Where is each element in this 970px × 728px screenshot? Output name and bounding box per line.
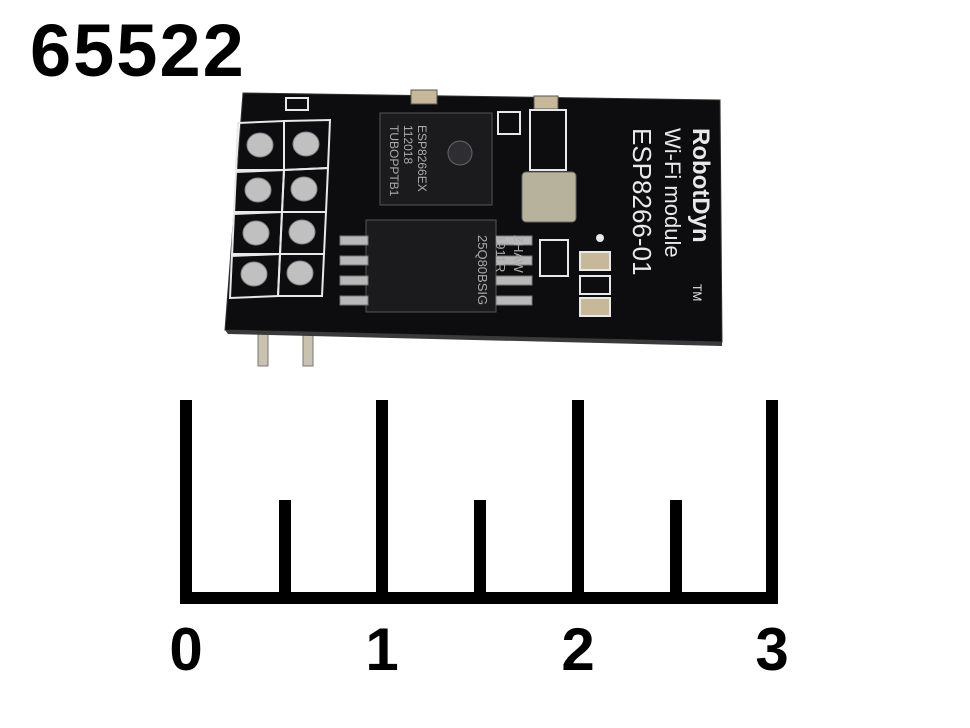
scale-label-1: 1 — [365, 616, 399, 683]
led-status — [579, 297, 611, 317]
smd-pad — [529, 109, 567, 171]
flash-chip — [339, 219, 533, 313]
major-tick-2 — [572, 400, 584, 604]
chip-main-line-3: TUBOPPTB1 — [387, 125, 401, 197]
major-tick-0 — [180, 400, 192, 604]
pcb-edge — [225, 330, 722, 346]
brand-label: RobotDyn — [687, 128, 714, 243]
crystal-oscillator — [521, 171, 577, 223]
scale-label-3: 3 — [755, 616, 789, 683]
smd-pad — [497, 111, 521, 135]
chip-flash-line-3: ZHAW — [511, 235, 526, 274]
major-tick-1 — [376, 400, 388, 604]
product-code: 65522 — [30, 9, 246, 92]
chip-flash-line-1: 25Q80BSIG — [475, 235, 490, 305]
model-silkscreen: ESP8266-01 — [627, 128, 657, 275]
chip-main-line-2: 112018 — [401, 125, 415, 164]
trademark-label: TM — [690, 284, 704, 301]
solder-joints — [240, 131, 320, 287]
wifi-module-label: Wi-Fi module — [660, 128, 685, 258]
smd-capacitor — [410, 89, 438, 105]
scale-label-0: 0 — [169, 616, 203, 683]
wifi-silkscreen: Wi-Fi module — [660, 128, 685, 258]
ruler-ticks — [180, 400, 778, 604]
minor-tick — [474, 500, 486, 604]
smd-pad — [579, 275, 611, 295]
scale-label-2: 2 — [561, 616, 595, 683]
chip-flash-label: 25Q80BSIG 1911R ZHAW — [475, 235, 526, 305]
smd-pad — [285, 97, 309, 111]
smd-pad — [539, 239, 569, 277]
pin-header-pads — [228, 118, 332, 300]
pin1-marker — [596, 234, 604, 242]
led-power — [579, 251, 611, 271]
brand-silkscreen: RobotDyn TM — [687, 128, 714, 301]
chip-main-label: ESP8266EX 112018 TUBOPPTB1 — [387, 125, 429, 197]
minor-tick — [279, 500, 291, 604]
model-label: ESP8266-01 — [627, 128, 657, 275]
ruler-baseline — [180, 592, 778, 604]
esp8266ex-chip — [379, 112, 493, 206]
minor-tick — [670, 500, 682, 604]
chip-main-line-1: ESP8266EX — [415, 125, 429, 192]
chip-flash-line-2: 1911R — [493, 235, 508, 272]
major-tick-3 — [766, 400, 778, 604]
